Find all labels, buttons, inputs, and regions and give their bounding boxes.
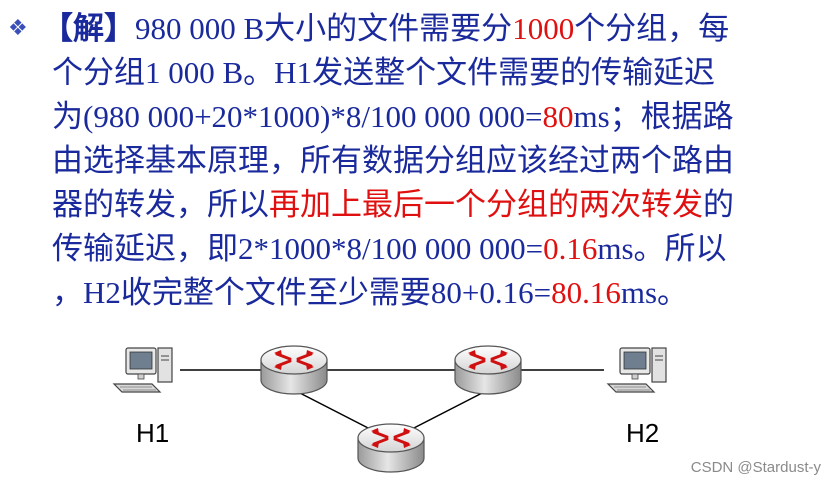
router-3-icon — [356, 422, 426, 474]
link-r2-r3 — [409, 389, 489, 431]
highlight-0-16: 0.16 — [543, 231, 598, 266]
solution-line-3: 为(980 000+20*1000)*8/100 000 000=80ms；根据… — [52, 99, 734, 134]
solution-line-2: 个分组1 000 B。H1发送整个文件需要的传输延迟 — [52, 55, 716, 90]
highlight-packet-count: 1000 — [512, 11, 575, 46]
host-h2-label: H2 — [626, 418, 660, 448]
diamond-bullet-icon: ❖ — [8, 15, 28, 40]
solution-line-6: 传输延迟，即2*1000*8/100 000 000=0.16ms。所以 — [52, 231, 727, 266]
network-diagram: H1 H2 — [0, 318, 833, 486]
watermark: CSDN @Stardust-y — [690, 459, 821, 476]
solution-line-7: ，H2收完整个文件至少需要80+0.16=80.16ms。 — [52, 275, 689, 310]
highlight-80: 80 — [542, 99, 574, 134]
network-diagram-svg — [113, 344, 667, 474]
solution-heading: 【解】 — [42, 11, 135, 46]
link-r1-r3 — [293, 389, 373, 431]
router-1-icon — [259, 344, 329, 396]
solution-text: ❖【解】980 000 B大小的文件需要分1000个分组，每 个分组1 000 … — [8, 6, 828, 315]
host-h2-computer-icon — [607, 347, 667, 393]
solution-line-4: 由选择基本原理，所有数据分组应该经过两个路由 — [52, 143, 734, 178]
highlight-80-16: 80.16 — [551, 275, 621, 310]
solution-line-5: 器的转发，所以再加上最后一个分组的两次转发的 — [52, 187, 734, 222]
solution-line-1: ❖【解】980 000 B大小的文件需要分1000个分组，每 — [8, 6, 828, 51]
host-h1-label: H1 — [136, 418, 170, 448]
highlight-two-forwards: 再加上最后一个分组的两次转发 — [269, 187, 703, 222]
host-h1-computer-icon — [113, 347, 173, 393]
router-2-icon — [453, 344, 523, 396]
